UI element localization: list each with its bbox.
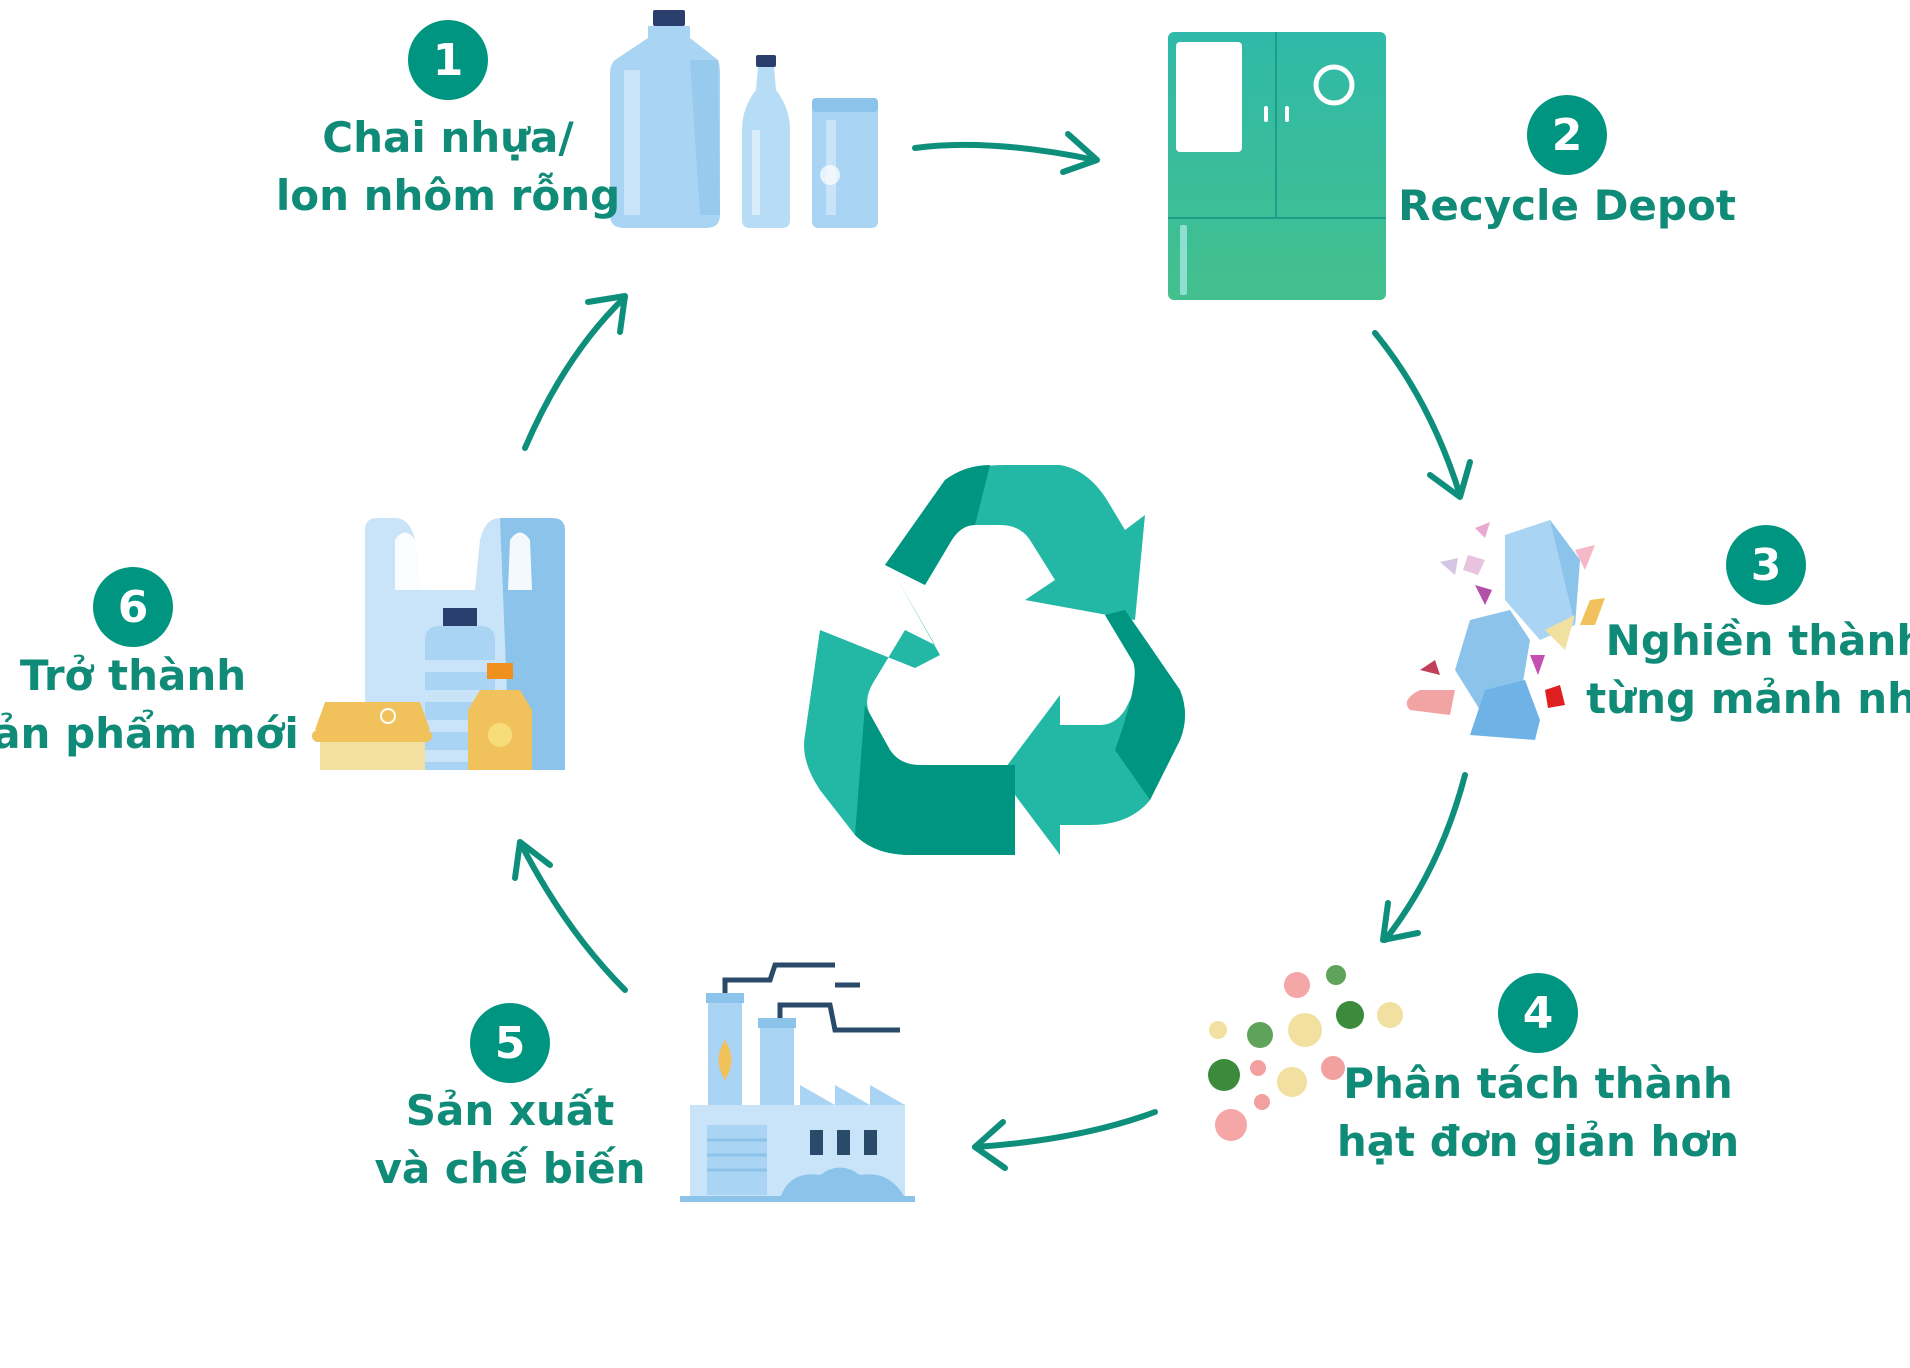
step-badge-circle <box>470 1003 550 1083</box>
arrow-6-to-1 <box>522 293 628 451</box>
step-number: 4 <box>1523 988 1554 1039</box>
new-products-icon <box>312 518 565 770</box>
step-badge: 2 <box>1527 95 1607 175</box>
step-number: 6 <box>118 582 149 633</box>
step-label-line: và chế biến <box>374 1144 645 1193</box>
arrow-2-to-3 <box>1372 330 1473 500</box>
step-badge-circle <box>1726 525 1806 605</box>
step-badge: 3 <box>1726 525 1806 605</box>
step-badge-circle <box>1527 95 1607 175</box>
step-badge-circle <box>93 567 173 647</box>
factory-icon <box>680 962 915 1202</box>
recycle-symbol-icon <box>804 465 1185 855</box>
particles-icon <box>1208 965 1403 1141</box>
bottles-and-can-icon <box>610 10 878 228</box>
cycle-arrows <box>512 131 1473 1171</box>
recycle-arrow-top <box>885 465 1145 620</box>
arrow-3-to-4 <box>1380 772 1468 943</box>
step-label-line: lon nhôm rỗng <box>276 171 620 220</box>
step-badge: 5 <box>470 1003 550 1083</box>
step-badge: 6 <box>93 567 173 647</box>
step-number: 3 <box>1751 540 1782 591</box>
step-badge: 4 <box>1498 973 1578 1053</box>
step-label-line: từng mảnh nhỏ <box>1586 674 1910 723</box>
step-label-line: Chai nhựa/ <box>322 113 574 162</box>
arrow-5-to-6 <box>512 839 628 993</box>
step-badge: 1 <box>408 20 488 100</box>
step-label-line: hạt đơn giản hơn <box>1337 1117 1739 1166</box>
plastic-shreds-icon <box>1406 520 1605 740</box>
step-label-line: Sản xuất <box>406 1086 615 1135</box>
recycle-arrow-right <box>1000 610 1185 855</box>
arrow-4-to-5 <box>972 1109 1158 1171</box>
recycle-depot-machine-icon <box>1168 32 1386 300</box>
recycle-arrow-left <box>804 575 1015 855</box>
step-number: 1 <box>433 35 464 86</box>
step-number: 5 <box>495 1018 526 1069</box>
step-label-line: Nghiền thành <box>1606 616 1910 665</box>
step-label-line: Recycle Depot <box>1398 181 1736 230</box>
step-label-line: sản phẩm mới <box>0 708 299 758</box>
step-badge-circle <box>1498 973 1578 1053</box>
arrow-1-to-2 <box>912 131 1100 175</box>
step-label-line: Trở thành <box>20 651 246 700</box>
step-label-line: Phân tách thành <box>1343 1059 1733 1108</box>
step-badge-circle <box>408 20 488 100</box>
step-number: 2 <box>1552 110 1583 161</box>
